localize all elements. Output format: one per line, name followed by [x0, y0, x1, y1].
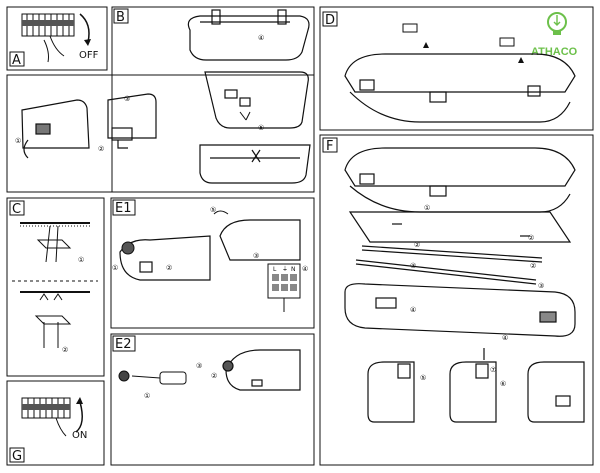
fluorescent-tube	[355, 245, 543, 285]
panel-f-label: F	[326, 139, 333, 154]
step-e2-3: ③	[196, 362, 202, 370]
step-e2-2: ②	[211, 372, 217, 380]
panel-e2-frame	[110, 333, 315, 466]
step-b1: ①	[15, 137, 21, 145]
step-f3b: ③	[538, 282, 544, 290]
breaker-off-illustration	[21, 13, 75, 63]
step-f2: ②	[414, 241, 420, 249]
step-b3: ③	[124, 95, 130, 103]
step-e1-1: ①	[112, 264, 118, 272]
terminal-block	[267, 263, 301, 312]
fixture-closeup-2	[449, 348, 497, 423]
reflector-plate	[348, 211, 572, 243]
step-f7: ⑦	[490, 366, 496, 374]
diffuser-cover	[344, 283, 576, 337]
panel-f-frame	[319, 134, 594, 466]
panel-c-frame	[6, 197, 105, 377]
panel-b-frame	[111, 6, 315, 193]
clip-removal-arrows	[402, 23, 524, 63]
step-e1-3: ③	[253, 252, 259, 260]
arrow-down-icon	[79, 13, 90, 43]
panel-e2-label: E2	[115, 337, 132, 352]
screwdriver-tool	[118, 370, 187, 385]
breaker-on-illustration	[21, 397, 71, 437]
fixture-housing-bottom	[199, 144, 311, 184]
terminal-label-l: L	[273, 266, 277, 273]
terminal-label-n: N	[291, 266, 296, 273]
step-c1: ①	[78, 256, 84, 264]
step-b2: ②	[98, 145, 104, 153]
step-e1-4: ④	[302, 265, 308, 273]
panel-b-lower-frame	[6, 74, 315, 193]
step-f1: ①	[424, 204, 430, 212]
switch-off-text: OFF	[79, 50, 99, 61]
step-f4: ④	[410, 306, 416, 314]
ceiling-mount-bottom	[20, 291, 90, 348]
fixture-clip-left	[21, 99, 90, 159]
brand-name: ATHACO	[531, 46, 578, 58]
step-e1-2: ②	[166, 264, 172, 272]
panel-d-label: D	[325, 13, 335, 28]
step-f2c: ②	[530, 262, 536, 270]
end-cap-fixture	[222, 349, 301, 391]
fixture-housing-top	[187, 9, 310, 61]
panel-e1-frame	[110, 197, 315, 329]
step-e1-5: ⑤	[210, 206, 216, 214]
fixture-diffuser-open	[204, 71, 309, 129]
step-f4b: ④	[502, 334, 508, 342]
step-b4: ④	[258, 34, 264, 42]
step-f2b: ②	[528, 234, 534, 242]
panel-d-frame	[319, 6, 594, 131]
panel-b-label: B	[116, 10, 125, 25]
fixture-clip-right	[107, 93, 157, 149]
panel-a-frame	[6, 6, 108, 71]
light-bulb-icon	[547, 12, 567, 35]
step-c2: ②	[62, 346, 68, 354]
panel-e1-label: E1	[115, 201, 132, 216]
fixture-closeup-1	[367, 361, 415, 423]
gland-nut	[121, 241, 135, 255]
panel-c-label: C	[12, 202, 21, 217]
fixture-body-f	[344, 147, 576, 213]
step-f6: ⑥	[500, 380, 506, 388]
arrow-up-icon	[75, 401, 83, 433]
step-f3: ③	[410, 262, 416, 270]
switch-on-text: ON	[72, 430, 87, 441]
ceiling-mount-top	[20, 222, 90, 263]
panel-a-label: A	[12, 53, 21, 68]
step-f5: ⑤	[420, 374, 426, 382]
step-e2-1: ①	[144, 392, 150, 400]
step-b5: ⑤	[258, 124, 264, 132]
panel-g-frame	[6, 380, 105, 466]
fixture-closeup-3	[527, 361, 585, 423]
fixture-body-d	[344, 53, 576, 123]
terminal-label-earth: ⏚	[282, 266, 288, 273]
panel-g-label: G	[12, 449, 22, 464]
